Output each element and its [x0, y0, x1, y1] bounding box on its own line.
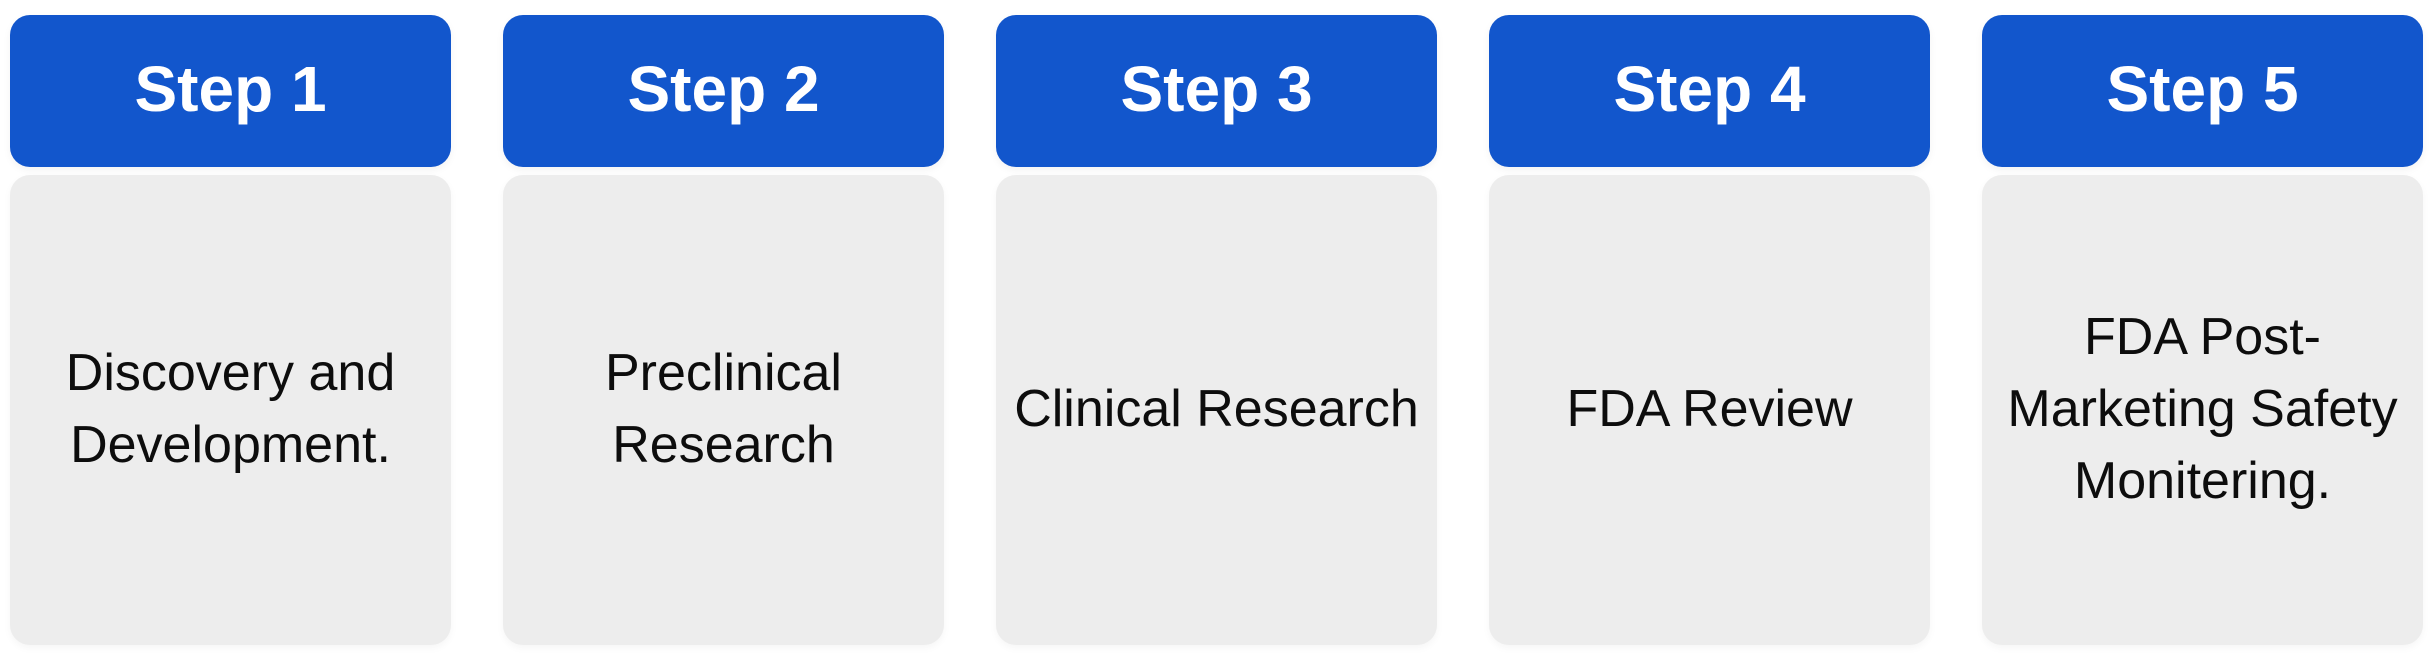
step-5-header: Step 5: [1982, 15, 2423, 167]
step-4-body: FDA Review: [1489, 175, 1930, 645]
step-card-3: Step 3 Clinical Research: [996, 15, 1437, 645]
step-4-title: Step 4: [1613, 53, 1806, 125]
step-card-4: Step 4 FDA Review: [1489, 15, 1930, 645]
step-3-header: Step 3: [996, 15, 1437, 167]
step-1-body: Discovery and Development.: [10, 175, 451, 645]
step-5-body: FDA Post-Marketing Safety Monitering.: [1982, 175, 2423, 645]
step-2-description: Preclinical Research: [605, 344, 842, 474]
step-1-description: Discovery and Development.: [65, 344, 396, 474]
step-4-header: Step 4: [1489, 15, 1930, 167]
step-2-body: Preclinical Research: [503, 175, 944, 645]
step-card-2: Step 2 Preclinical Research: [503, 15, 944, 645]
step-1-title: Step 1: [134, 53, 327, 125]
step-5-title: Step 5: [2106, 53, 2299, 125]
step-3-body: Clinical Research: [996, 175, 1437, 645]
step-3-description: Clinical Research: [1014, 380, 1419, 439]
step-2-header: Step 2: [503, 15, 944, 167]
step-card-5: Step 5 FDA Post-Marketing Safety Moniter…: [1982, 15, 2423, 645]
step-2-title: Step 2: [627, 53, 820, 125]
step-card-1: Step 1 Discovery and Development.: [10, 15, 451, 645]
step-1-header: Step 1: [10, 15, 451, 167]
step-4-description: FDA Review: [1566, 380, 1853, 439]
step-5-description: FDA Post-Marketing Safety Monitering.: [2007, 308, 2398, 510]
step-3-title: Step 3: [1120, 53, 1313, 125]
